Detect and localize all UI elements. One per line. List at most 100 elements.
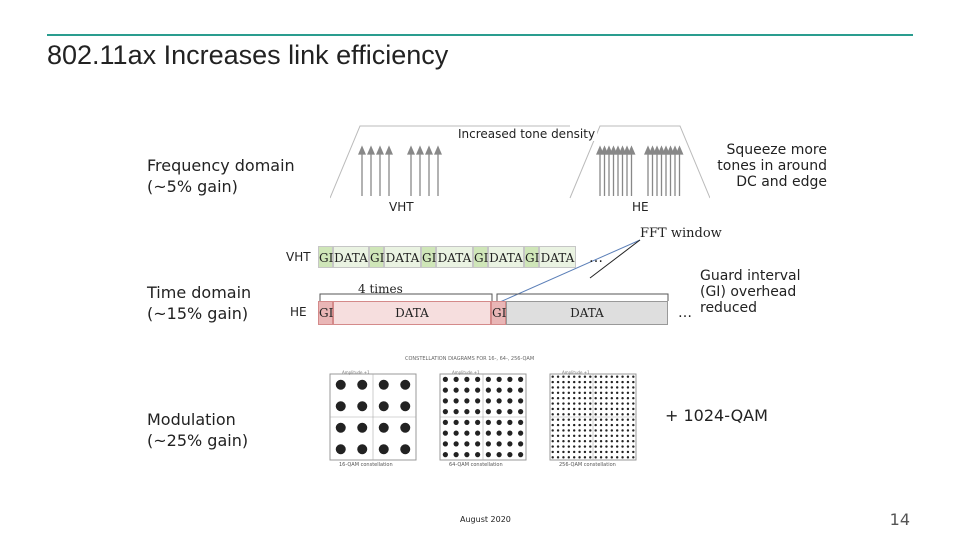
constellation-point (518, 430, 524, 436)
constellation-point (583, 402, 587, 405)
constellation-point (551, 396, 554, 400)
constellation-point (453, 376, 459, 382)
constellation-point (594, 434, 597, 438)
constellation-point (562, 386, 565, 389)
constellation-point (621, 429, 624, 432)
squeeze-note: Squeeze more tones in around DC and edge (700, 142, 827, 190)
squeeze-line3: DC and edge (736, 174, 827, 190)
constellation-point (453, 430, 459, 436)
constellation-point (605, 375, 608, 378)
constellation-point (626, 402, 630, 405)
constellation-point (578, 456, 581, 459)
constellation-point (567, 456, 571, 459)
constellation-point (605, 429, 608, 432)
constellation-point (578, 450, 581, 454)
tone-arrowhead (425, 145, 433, 155)
tone-arrowhead (623, 145, 631, 155)
constellation-point (357, 401, 368, 412)
constellation-point (496, 398, 502, 404)
tone-arrowhead (367, 145, 375, 155)
constellation-point (378, 379, 389, 390)
constellation-point (589, 429, 592, 432)
constellation-point (518, 398, 524, 404)
constellation-point (621, 380, 624, 384)
constellation-point (507, 376, 513, 382)
constellation-point (615, 418, 619, 421)
constellation-point (632, 456, 635, 459)
constellation-point (605, 380, 608, 384)
constellation-point (464, 409, 470, 415)
constellation-point (475, 441, 481, 447)
constellation-point (475, 376, 481, 382)
constellation-point (589, 402, 592, 405)
constellation-point (615, 391, 619, 395)
constellation-point (556, 439, 560, 443)
constellation-point (599, 402, 603, 405)
constellation-point (453, 441, 459, 447)
constellation-point (551, 380, 554, 384)
constellation-point (605, 434, 608, 438)
constellation-point (632, 423, 635, 427)
constellation-point (578, 375, 581, 378)
constellation-point (551, 375, 554, 378)
constellation-point (464, 376, 470, 382)
constellation-point (589, 423, 592, 427)
constellation-point (556, 391, 560, 395)
constellation-point (610, 418, 614, 421)
constellation-point (615, 423, 619, 427)
constellation-point (567, 402, 571, 405)
constellation-point (496, 419, 502, 425)
constellation-point (626, 418, 630, 421)
constellation-point (507, 419, 513, 425)
constellation-point (615, 450, 619, 454)
constellation-point (610, 386, 614, 389)
constellation-point (626, 375, 630, 378)
constellation-point (610, 445, 614, 448)
constellation-point (626, 380, 630, 384)
guard-line1: Guard interval (700, 268, 801, 284)
date-footer: August 2020 (460, 515, 511, 524)
vht-gi-cell: GI (318, 246, 333, 268)
constellation-point (496, 376, 502, 382)
constellation-point (562, 456, 565, 459)
constellation-point (589, 396, 592, 400)
constellation-point (464, 452, 470, 458)
constellation-point (378, 422, 389, 433)
constellation-point (551, 386, 554, 389)
constellation-point (496, 441, 502, 447)
constellation-point (453, 409, 459, 415)
vht-data-cell: DATA (436, 246, 473, 268)
constellation-point (567, 391, 571, 395)
vht-data-cell: DATA (488, 246, 524, 268)
constellation-point (615, 407, 619, 411)
constellation-point (453, 387, 459, 393)
constellation-point (589, 450, 592, 454)
constellation-point (562, 445, 565, 448)
constellation-point (400, 401, 411, 412)
constellation-point (578, 413, 581, 416)
constellation-point (610, 413, 614, 416)
constellation-point (615, 434, 619, 438)
constellation-point (610, 402, 614, 405)
constellation-point (572, 439, 576, 443)
guard-line2: (GI) overhead (700, 284, 797, 300)
constellation-point (583, 391, 587, 395)
time-vht-label: VHT (286, 250, 311, 264)
constellation-point (621, 418, 624, 421)
constellation-point (556, 396, 560, 400)
constellation-point (626, 396, 630, 400)
constellation-point (605, 450, 608, 454)
constellation-point (610, 450, 614, 454)
tone-arrowhead (407, 145, 415, 155)
constellation-point (578, 423, 581, 427)
time-he-label: HE (290, 305, 307, 319)
constellation-point (562, 450, 565, 454)
constellation-point (615, 396, 619, 400)
constellation-point (589, 391, 592, 395)
constellation-point (621, 396, 624, 400)
caption-16qam: 16-QAM constellation (339, 462, 393, 468)
tone-spectrum-diagram (330, 125, 710, 199)
constellation-point (605, 439, 608, 443)
constellation-point (610, 396, 614, 400)
constellation-point (551, 445, 554, 448)
